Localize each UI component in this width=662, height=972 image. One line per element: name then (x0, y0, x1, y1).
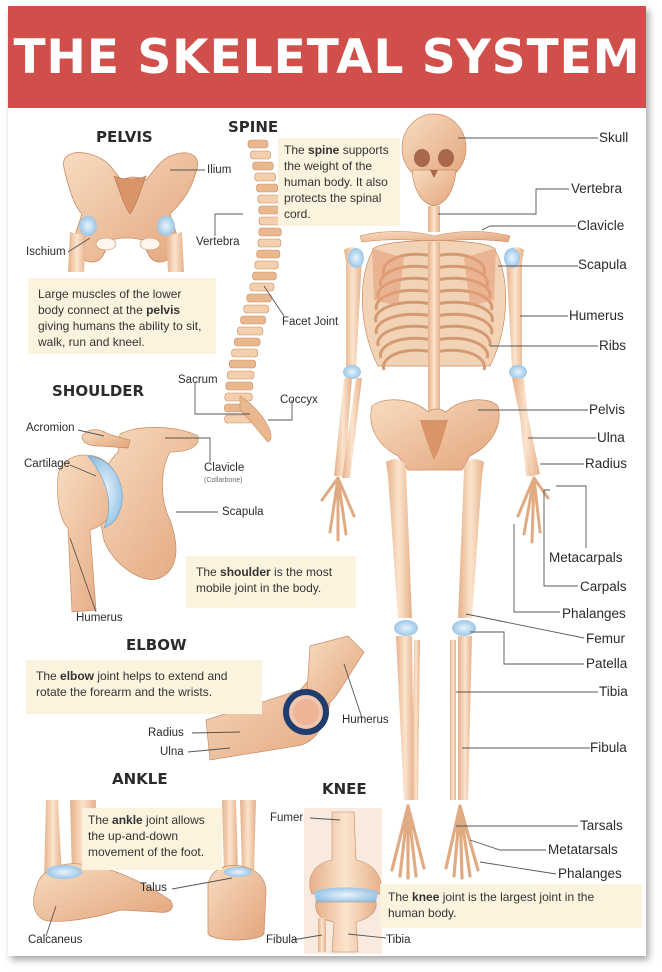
heading-knee: KNEE (322, 780, 367, 798)
label-clavicle: Clavicle (577, 218, 625, 233)
label-collarbone: (Collarbone) (204, 477, 243, 484)
title-banner: THE SKELETAL SYSTEM (8, 6, 646, 108)
label-tibia: Tibia (599, 684, 628, 699)
heading-spine: SPINE (228, 118, 279, 136)
vertebra-segment (252, 271, 277, 281)
pelvis-illustration (63, 152, 198, 272)
rib-arc (376, 324, 433, 347)
vertebra-segment (228, 359, 256, 369)
rib-arc (374, 312, 433, 335)
heading-ankle: ANKLE (112, 770, 168, 788)
label-patella: Patella (586, 656, 628, 671)
label-humerus-elbow: Humerus (342, 714, 389, 726)
vertebra-segment (237, 326, 264, 336)
rib-arc (435, 324, 492, 347)
vertebra-segment (258, 227, 282, 237)
label-tibia-knee: Tibia (386, 934, 411, 946)
vertebra-segment (249, 282, 275, 292)
vertebra-segment (240, 315, 266, 325)
vertebra-segment (231, 348, 258, 358)
vertebra-segment (224, 392, 253, 402)
heading-shoulder: SHOULDER (52, 382, 145, 400)
heading-pelvis: PELVIS (96, 128, 153, 146)
vertebra-segment (234, 337, 261, 347)
elbow-illustration (205, 635, 365, 761)
label-scapula-shoulder: Scapula (222, 506, 264, 518)
vertebra-segment (254, 172, 277, 182)
vertebra-segment (257, 194, 280, 204)
label-cartilage: Cartilage (24, 458, 71, 470)
skeleton-illustration (320, 113, 550, 880)
label-tarsals: Tarsals (580, 818, 623, 833)
label-ilium: Ilium (207, 164, 232, 176)
spine-note: The spine supports the weight of the hum… (278, 138, 400, 226)
label-femur: Femur (586, 631, 626, 646)
label-vertebra: Vertebra (571, 181, 623, 196)
label-radius: Radius (585, 456, 628, 471)
rib-arc (435, 348, 486, 371)
label-sacrum: Sacrum (178, 374, 218, 386)
knee-illustration (304, 808, 382, 954)
label-fibula: Fibula (590, 740, 627, 755)
vertebra-segment (226, 370, 255, 380)
vertebra-segment (256, 249, 281, 259)
label-vertebra-spine: Vertebra (196, 236, 240, 248)
rib-arc (435, 336, 489, 359)
label-calcaneus: Calcaneus (28, 934, 83, 946)
vertebra-segment (256, 183, 279, 193)
label-pelvis: Pelvis (589, 402, 626, 417)
heading-elbow: ELBOW (126, 636, 187, 654)
vertebra-segment (246, 293, 272, 303)
rib-arc (379, 336, 433, 359)
rib-arc (435, 312, 494, 335)
ankle-illustration (33, 800, 267, 941)
knee-note: The knee joint is the largest joint in t… (380, 884, 642, 928)
vertebra-segment (252, 161, 274, 171)
rib-arc (382, 348, 433, 371)
label-acromion: Acromion (26, 422, 75, 434)
vertebra-segment (247, 139, 269, 149)
label-ulna: Ulna (597, 430, 625, 445)
label-humerus-shoulder: Humerus (76, 612, 123, 624)
vertebra-segment (254, 260, 279, 270)
label-ulna-elbow: Ulna (160, 746, 184, 758)
label-clavicle-shoulder: Clavicle (204, 462, 245, 474)
vertebra-segment (257, 238, 282, 248)
label-talus: Talus (140, 882, 167, 894)
label-humerus: Humerus (569, 308, 624, 323)
vertebra-segment (225, 381, 254, 391)
label-skull: Skull (599, 130, 629, 145)
vertebra-segment (243, 304, 269, 314)
label-ribs: Ribs (599, 338, 627, 353)
sacrum-coccyx-shape (239, 395, 272, 443)
vertebra-segment (250, 150, 272, 160)
shoulder-illustration (57, 427, 199, 613)
label-ischium: Ischium (26, 246, 66, 258)
ankle-note: The ankle joint allows the up-and-down m… (82, 808, 222, 870)
label-phalanges-hand: Phalanges (562, 606, 626, 621)
rib-arc (374, 300, 433, 323)
shoulder-note: The shoulder is the most mobile joint in… (186, 556, 356, 608)
label-metacarpals: Metacarpals (549, 550, 623, 565)
elbow-note: The elbow joint helps to extend and rota… (26, 660, 262, 714)
page-title: THE SKELETAL SYSTEM (13, 30, 641, 85)
label-fumer: Fumer (270, 812, 304, 824)
label-radius-elbow: Radius (148, 727, 184, 739)
label-coccyx: Coccyx (280, 394, 318, 406)
label-phalanges-foot: Phalanges (558, 866, 622, 881)
label-scapula: Scapula (578, 257, 627, 272)
leader-lines (45, 137, 598, 941)
rib-arc (435, 300, 494, 323)
label-metatarsals: Metatarsals (548, 842, 618, 857)
pelvis-note: Large muscles of the lower body connect … (28, 278, 216, 354)
label-facet-joint: Facet Joint (282, 316, 339, 328)
label-fibula-knee: Fibula (266, 934, 298, 946)
label-carpals: Carpals (580, 579, 627, 594)
spine-illustration (224, 139, 282, 443)
